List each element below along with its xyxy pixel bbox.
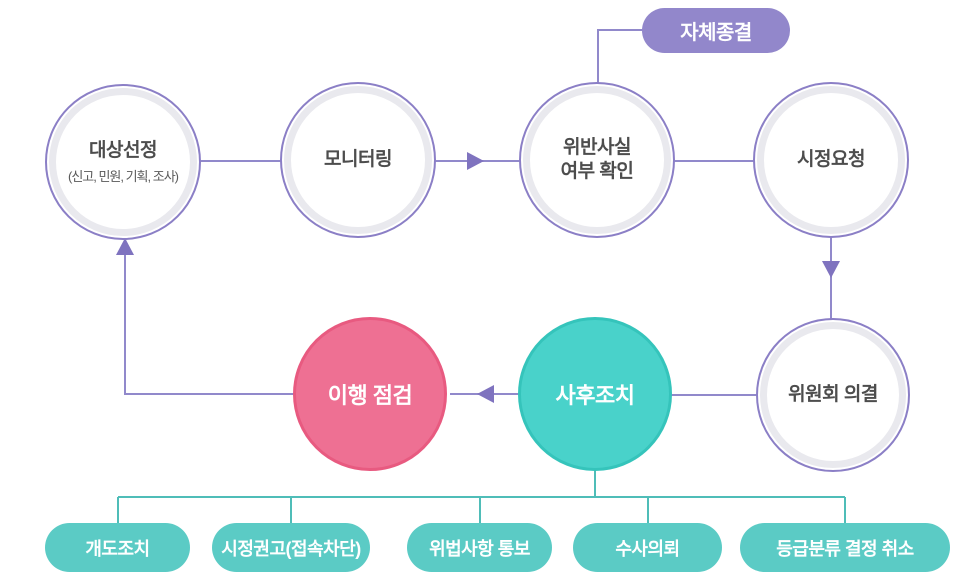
node-follow-up-action-label: 사후조치 [555,383,635,408]
connector-violation-to-selfclosure [597,29,646,88]
measure-correction-recommendation-label: 시정권고(접속차단) [221,538,361,559]
node-violation-check-label-line2: 여부 확인 [560,161,634,182]
node-implementation-check-label: 이행 점검 [327,383,413,408]
node-target-selection-sublabel: (신고, 민원, 기획, 조사) [67,168,179,184]
node-self-closure: 자체종결 [642,8,790,53]
measure-investigation-request: 수사의뢰 [573,523,722,572]
measure-violation-notification: 위법사항 통보 [407,523,552,572]
measure-guidance-label: 개도조치 [85,538,150,559]
measure-rating-cancellation: 등급분류 결정 취소 [740,523,950,572]
node-target-selection: 대상선정 (신고, 민원, 기획, 조사) [45,84,201,240]
arrowhead-left-icon [477,385,494,403]
node-follow-up-action: 사후조치 [518,317,672,471]
measure-investigation-request-label: 수사의뢰 [615,538,680,559]
node-violation-check-label-line1: 위반사실 [563,137,631,159]
node-monitoring-label: 모니터링 [324,149,392,171]
measure-rating-cancellation-label: 등급분류 결정 취소 [776,538,914,559]
node-self-closure-label: 자체종결 [680,22,752,44]
node-target-selection-label: 대상선정 [89,140,157,162]
measure-violation-notification-label: 위법사항 통보 [429,538,530,559]
arrowhead-up-icon [116,238,134,255]
node-implementation-check: 이행 점검 [293,317,447,471]
node-committee-resolution: 위원회 의결 [756,318,910,472]
arrowhead-right-icon [467,152,484,170]
node-committee-resolution-label: 위원회 의결 [788,384,878,406]
connector-implementation-to-target [124,250,300,395]
arrowhead-down-icon [822,261,840,278]
node-correction-request-label: 시정요청 [797,149,865,171]
node-monitoring: 모니터링 [280,82,436,238]
node-correction-request: 시정요청 [753,82,909,238]
measure-correction-recommendation: 시정권고(접속차단) [212,523,370,572]
node-violation-check: 위반사실 여부 확인 [519,82,675,238]
measure-guidance: 개도조치 [45,523,190,572]
